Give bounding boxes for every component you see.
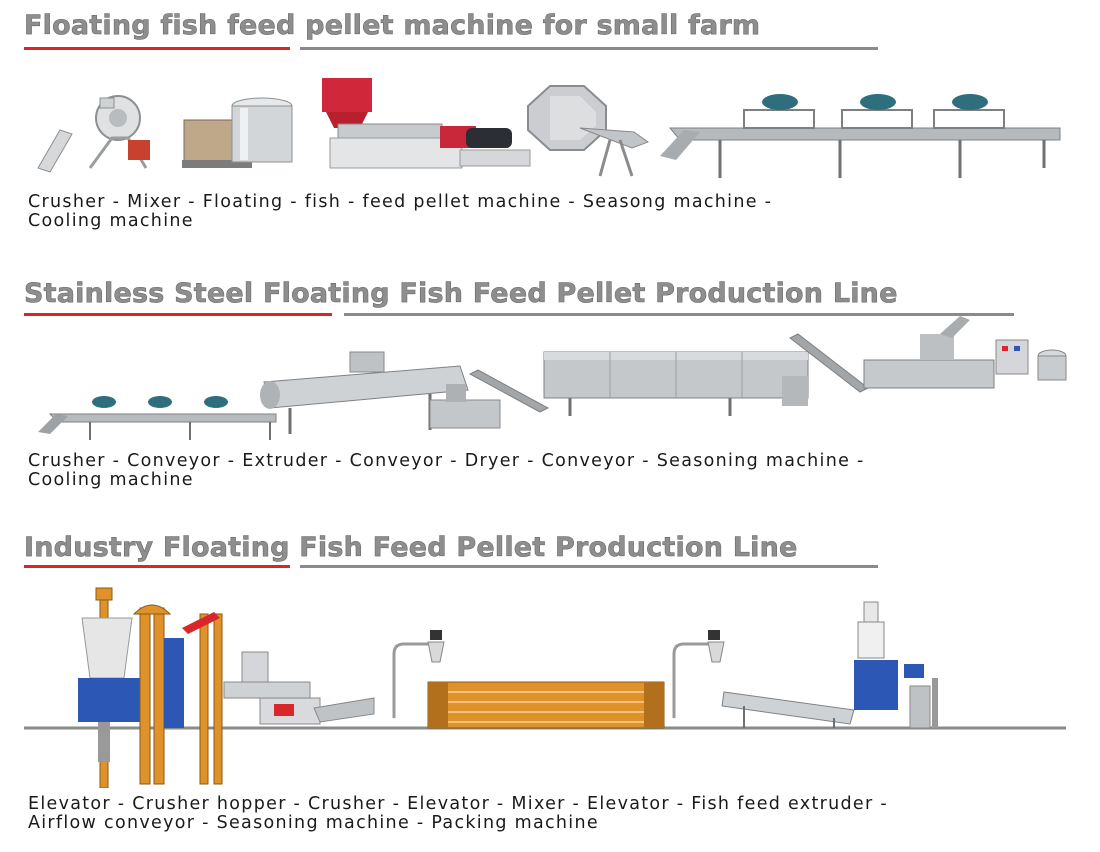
stainless-line-image	[38, 316, 1067, 440]
small-farm-machines-image	[37, 78, 1061, 178]
title-underline	[344, 313, 1014, 316]
section-title: Floating fish feed pellet machine for sm…	[24, 10, 761, 42]
cooling-machine	[660, 94, 1061, 178]
section-title: Industry Floating Fish Feed Pellet Produ…	[24, 532, 798, 564]
industry-line-image	[24, 587, 1066, 788]
conveyor	[468, 369, 550, 413]
seasoning-machine	[721, 691, 855, 728]
airflow-conveyor	[392, 630, 445, 718]
seasoning-machine	[527, 85, 650, 177]
section-stainless-steel-line: Stainless Steel Floating Fish Feed Pelle…	[0, 270, 1100, 500]
elevator	[132, 604, 184, 785]
title-underline-accent	[24, 313, 332, 316]
caption-line-1: Crusher - Mixer - Floating - fish - feed…	[28, 192, 773, 212]
mixer-machine	[182, 97, 293, 168]
elevator	[182, 612, 223, 785]
packing-machine	[854, 601, 938, 729]
crusher-machine	[37, 95, 150, 173]
section-title: Stainless Steel Floating Fish Feed Pelle…	[24, 278, 898, 310]
section-small-farm: Floating fish feed pellet machine for sm…	[0, 0, 1100, 250]
title-underline-accent	[24, 47, 290, 50]
airflow-conveyor	[672, 630, 725, 718]
crusher-extruder-unit	[863, 316, 1067, 389]
conveyor	[782, 333, 869, 406]
caption-line-2: Cooling machine	[28, 470, 194, 490]
caption-line-2: Cooling machine	[28, 211, 194, 231]
caption-line-1: Elevator - Crusher hopper - Crusher - El…	[28, 794, 888, 814]
caption-line-1: Crusher - Conveyor - Extruder - Conveyor…	[28, 451, 865, 471]
title-underline-accent	[24, 565, 290, 568]
title-underline	[300, 47, 878, 50]
crusher	[78, 617, 144, 762]
caption-line-2: Airflow conveyor - Seasoning machine - P…	[28, 813, 599, 833]
section-industry-line: Industry Floating Fish Feed Pellet Produ…	[0, 522, 1100, 852]
title-underline	[300, 565, 878, 568]
cooling-machine	[38, 396, 277, 440]
dryer-machine	[543, 351, 809, 416]
extruder-machine	[322, 78, 531, 169]
fish-feed-extruder	[223, 651, 375, 725]
dryer	[427, 681, 665, 729]
extruder-machine	[429, 384, 501, 429]
